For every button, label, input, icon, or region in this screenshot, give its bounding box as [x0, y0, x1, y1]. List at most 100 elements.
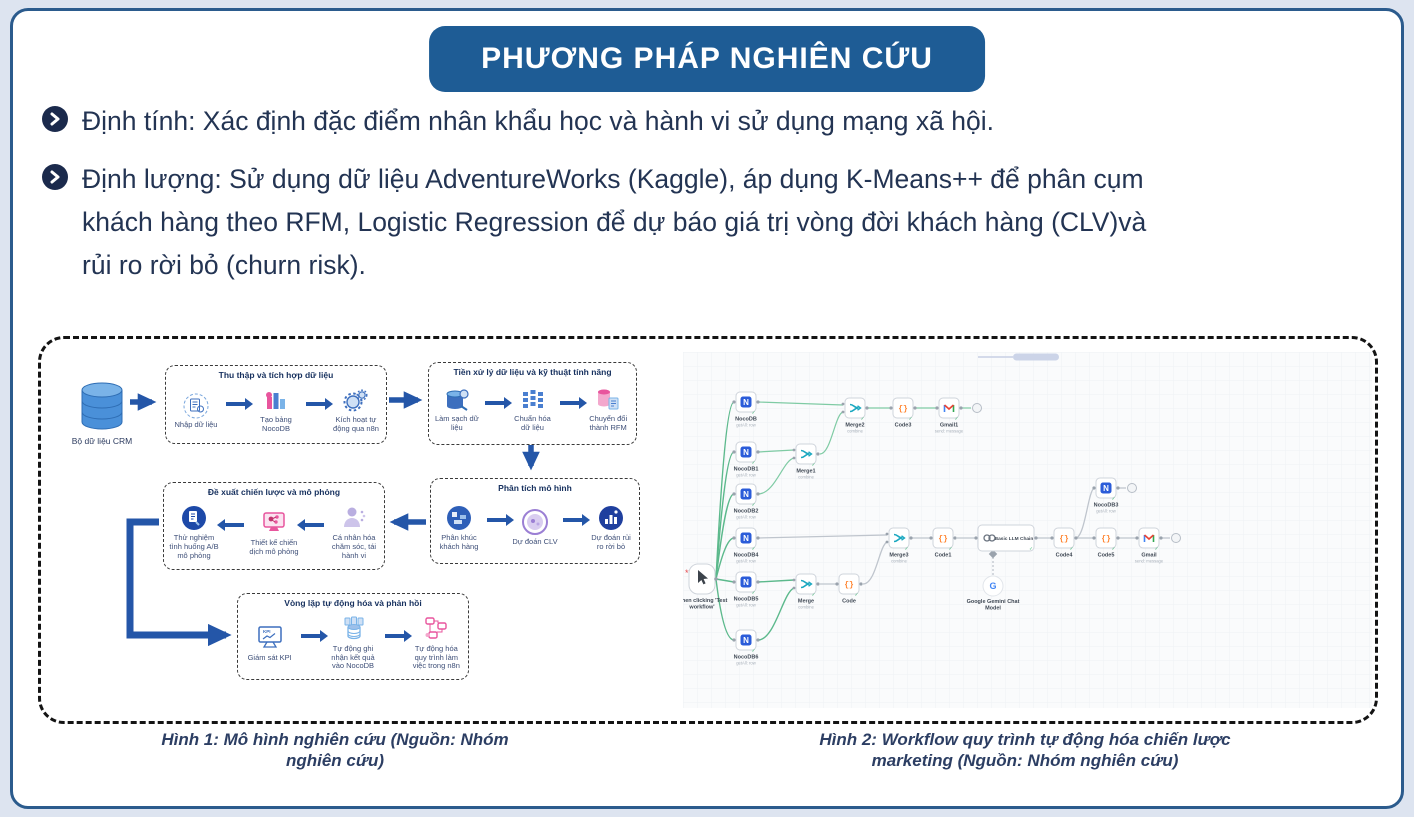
merge-node: ✓ Merge3 combine	[885, 527, 913, 564]
svg-text:N: N	[1103, 484, 1109, 493]
svg-text:✓: ✓	[861, 416, 865, 421]
n8n-canvas: * When clicking 'Test workflow' N✓ NocoD…	[677, 352, 1372, 708]
normalize-data-icon	[522, 390, 543, 409]
svg-text:✓: ✓	[1070, 546, 1074, 551]
figure1-caption: Hình 1: Mô hình nghiên cứu (Nguồn: Nhóm …	[161, 730, 509, 771]
bullet-1-text: Định tính: Xác định đặc điểm nhân khẩu h…	[82, 106, 994, 136]
svg-text:N: N	[743, 448, 749, 457]
ab-test-icon	[182, 506, 206, 531]
page-title: PHƯƠNG PHÁP NGHIÊN CỨU	[481, 42, 933, 75]
fig1-box-feedback-loop: Vòng lặp tự động hóa và phản hồi KPI Giá…	[237, 593, 469, 680]
svg-text:Code4: Code4	[1056, 553, 1074, 559]
svg-text:N: N	[743, 398, 749, 407]
svg-text:send: message: send: message	[1135, 559, 1164, 564]
svg-text:N: N	[743, 578, 749, 587]
trigger-node: * When clicking 'Test workflow'	[677, 563, 728, 611]
nocodb-node: N✓ NocoDB getAll: row	[732, 391, 760, 428]
endpoint-circle	[1127, 483, 1137, 493]
svg-text:NocoDB1: NocoDB1	[734, 467, 759, 473]
svg-text:getAll: row: getAll: row	[1096, 509, 1117, 514]
merge-node: ✓ Merge1 combine	[792, 443, 820, 480]
nocodb-save-icon	[344, 616, 364, 639]
clv-prediction-icon	[522, 509, 548, 536]
svg-text:✓: ✓	[752, 648, 756, 653]
chevron-bullet-icon	[42, 164, 68, 190]
pin-asterisk-icon: *	[685, 568, 689, 578]
svg-text:Gmail1: Gmail1	[940, 423, 958, 429]
code-node: {} ✓ Code4	[1050, 527, 1078, 559]
bullet-1: Định tính: Xác định đặc điểm nhân khẩu h…	[42, 100, 994, 143]
svg-text:✓: ✓	[955, 416, 959, 421]
svg-text:Merge3: Merge3	[889, 553, 908, 559]
svg-text:NocoDB3: NocoDB3	[1094, 503, 1119, 509]
svg-text:✓: ✓	[905, 546, 909, 551]
chevron-bullet-icon	[42, 106, 68, 132]
svg-text:NocoDB6: NocoDB6	[734, 655, 759, 661]
svg-text:combine: combine	[798, 605, 814, 610]
gmail-node: ✓ Gmail1 send: message	[935, 397, 964, 434]
svg-text:getAll: row: getAll: row	[736, 603, 757, 608]
svg-text:{}: {}	[898, 405, 908, 414]
fig1-box-preprocess: Tiền xử lý dữ liệu và kỹ thuật tính năng…	[428, 362, 637, 445]
workflow-edges	[715, 401, 1170, 641]
code-node: {} ✓ Code3	[889, 397, 917, 429]
svg-text:✓: ✓	[812, 462, 816, 467]
svg-text:Basic LLM Chain: Basic LLM Chain	[995, 536, 1034, 542]
svg-text:Code3: Code3	[895, 423, 912, 429]
clean-data-icon	[446, 389, 469, 411]
automation-gears-icon	[343, 389, 368, 412]
gemini-model-node: G Google Gemini Chat Model	[967, 575, 1020, 612]
svg-text:✓: ✓	[752, 502, 756, 507]
svg-text:N: N	[743, 490, 749, 499]
svg-text:✓: ✓	[909, 416, 913, 421]
campaign-design-icon	[263, 511, 285, 531]
svg-text:✓: ✓	[752, 546, 756, 551]
import-data-icon	[183, 393, 209, 419]
svg-text:N: N	[743, 534, 749, 543]
rfm-transform-icon	[598, 389, 619, 410]
svg-text:When clicking 'Test: When clicking 'Test	[683, 598, 728, 604]
endpoint-circle	[1171, 533, 1181, 543]
fig1-box-strategy: Đề xuất chiến lược và mô phỏng Thử nghiệ…	[163, 482, 385, 570]
google-g-icon: G	[989, 581, 996, 591]
svg-text:{}: {}	[844, 581, 854, 590]
svg-text:NocoDB5: NocoDB5	[734, 597, 759, 603]
svg-text:Code1: Code1	[935, 553, 952, 559]
code-node: {} ✓ Code1	[929, 527, 957, 559]
personalization-icon	[344, 507, 366, 528]
svg-text:Google Gemini Chat: Google Gemini Chat	[967, 599, 1020, 605]
svg-text:getAll: row: getAll: row	[736, 423, 757, 428]
endpoint-circle	[972, 403, 982, 413]
merge-node: ✓ Merge2 combine	[841, 397, 869, 434]
title-badge: PHƯƠNG PHÁP NGHIÊN CỨU	[429, 26, 985, 92]
svg-text:N: N	[743, 636, 749, 645]
customer-segmentation-icon	[447, 505, 471, 530]
churn-prediction-icon	[599, 505, 623, 530]
svg-text:NocoDB2: NocoDB2	[734, 509, 759, 515]
cursor-icon	[698, 570, 708, 585]
svg-text:getAll: row: getAll: row	[736, 661, 757, 666]
svg-text:Merge1: Merge1	[796, 469, 815, 475]
figure2-n8n-workflow: * When clicking 'Test workflow' N✓ NocoD…	[677, 352, 1372, 708]
svg-text:✓: ✓	[1029, 546, 1033, 551]
svg-text:Model: Model	[985, 606, 1001, 612]
svg-text:✓: ✓	[949, 546, 953, 551]
svg-text:combine: combine	[847, 429, 863, 434]
merge-node: ✓ Merge combine	[792, 573, 820, 610]
fig1-box-model-analysis: Phân tích mô hình Phân khúc khách hàng	[430, 478, 640, 564]
nocodb-node: N✓ NocoDB6 getAll: row	[732, 629, 760, 666]
svg-text:Merge2: Merge2	[845, 423, 864, 429]
svg-text:✓: ✓	[752, 590, 756, 595]
svg-text:NocoDB: NocoDB	[735, 417, 757, 423]
svg-text:✓: ✓	[1112, 496, 1116, 501]
svg-text:✓: ✓	[812, 592, 816, 597]
toolbar-fragment	[1013, 353, 1059, 361]
svg-text:combine: combine	[798, 475, 814, 480]
bullet-2-text: Định lượng: Sử dụng dữ liệu AdventureWor…	[82, 164, 1147, 280]
svg-text:Gmail: Gmail	[1141, 553, 1157, 559]
svg-text:Code: Code	[842, 599, 856, 605]
svg-text:getAll: row: getAll: row	[736, 515, 757, 520]
svg-text:Merge: Merge	[798, 599, 814, 605]
svg-text:✓: ✓	[1112, 546, 1116, 551]
